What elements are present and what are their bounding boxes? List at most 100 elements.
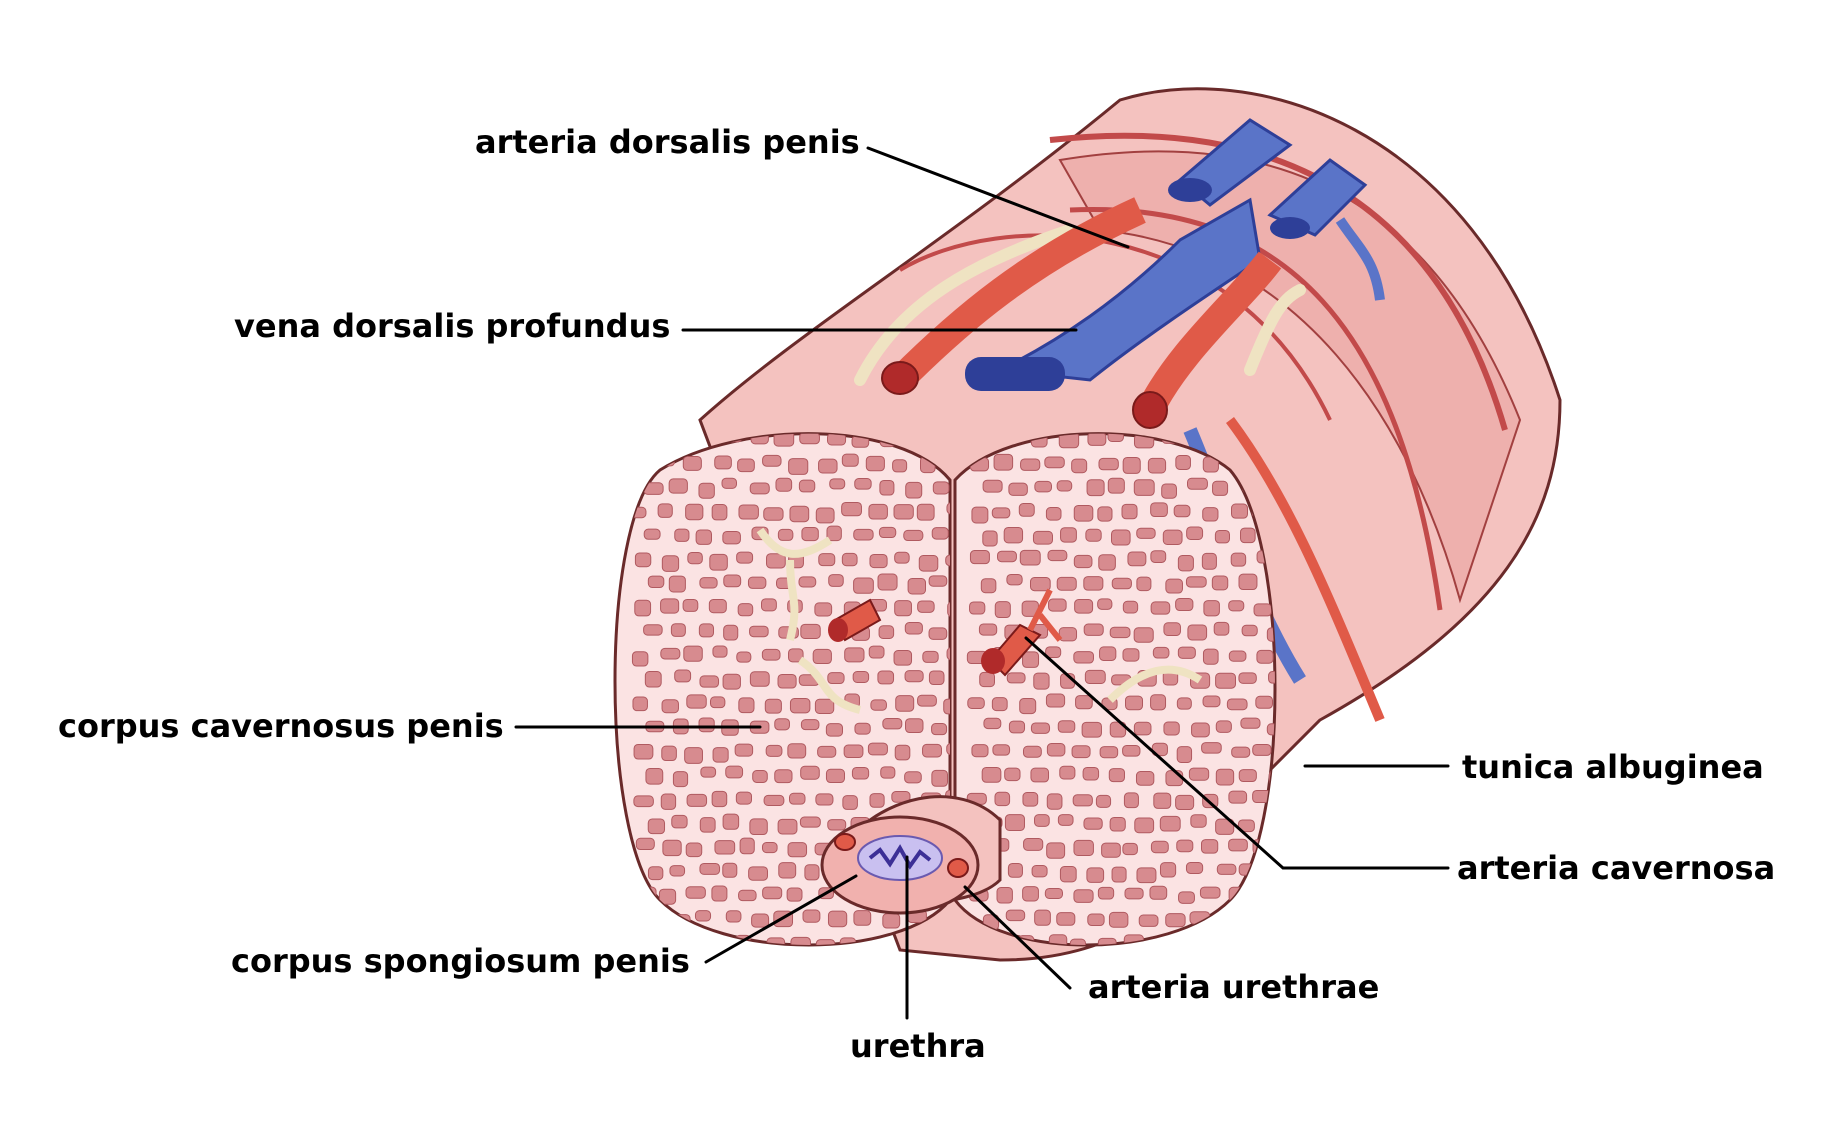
trabecula-cell — [1238, 573, 1258, 591]
upper-vein-1-lumen — [1168, 178, 1212, 202]
trabecula-cell — [1099, 646, 1117, 661]
trabecula-cell — [671, 814, 688, 829]
trabecula-cell — [645, 433, 662, 446]
trabecula-cell — [841, 453, 859, 467]
trabecula-cell — [788, 458, 809, 475]
trabecula-cell — [1215, 672, 1237, 689]
trabecula-cell — [1163, 721, 1180, 736]
trabecula-cell — [1069, 938, 1086, 945]
trabecula-cell — [1045, 693, 1066, 708]
trabecula-cell — [1004, 767, 1021, 782]
trabecula-cell — [992, 744, 1011, 756]
trabecula-cell — [1175, 455, 1191, 470]
trabecula-cell — [1159, 862, 1177, 878]
trabecula-cell — [842, 795, 858, 810]
trabecula-cell — [644, 670, 662, 688]
trabecula-cell — [1125, 695, 1144, 711]
trabecula-cell — [882, 717, 903, 730]
trabecula-cell — [917, 694, 937, 707]
band-line-2 — [1069, 206, 1443, 611]
trabecula-cell — [633, 795, 654, 808]
trabecula-cell — [632, 696, 648, 712]
trabecula-cell — [1073, 651, 1094, 664]
trabecula-cell — [1022, 886, 1039, 902]
trabecula-cell — [722, 862, 738, 878]
trabecula-cell — [1074, 599, 1094, 614]
trabecula-cell — [1087, 913, 1105, 927]
trabecula-cell — [1072, 794, 1093, 807]
trabecula-cell — [711, 504, 728, 521]
label-urethra: urethra — [850, 1027, 986, 1065]
trabecula-cell — [748, 866, 768, 881]
trabecula-cell — [1045, 507, 1062, 521]
trabecula-cell — [1023, 838, 1044, 851]
trabecula-cell — [1018, 503, 1035, 517]
trabecula-cell — [775, 477, 793, 492]
nerve-right — [1107, 665, 1203, 703]
trabecula-cell — [738, 889, 757, 902]
trabecula-cell — [1083, 817, 1103, 830]
trabecula-cell — [969, 601, 986, 615]
trabecula-cell — [909, 962, 928, 976]
trabecula-cell — [853, 577, 874, 594]
trabecula-cell — [787, 743, 807, 759]
trabecula-cell — [1213, 621, 1230, 636]
trabecula-cell — [1057, 814, 1074, 826]
trabecula-cell — [1228, 838, 1248, 852]
trabecula-cell — [1175, 598, 1194, 612]
trabecula-cell — [1084, 669, 1106, 684]
trabecula-cell — [969, 550, 990, 565]
label-tunica-albuginea: tunica albuginea — [1462, 748, 1764, 786]
trabecula-cell — [865, 455, 885, 472]
trabecula-cell — [712, 645, 728, 658]
trabecula-cell — [1231, 503, 1248, 519]
trabecula-cell — [843, 744, 864, 759]
trabecula-cell — [711, 790, 728, 808]
label-arteria-dorsalis-penis: arteria dorsalis penis — [475, 123, 860, 161]
trabecula-cell — [682, 598, 699, 612]
trabecula-cell — [868, 645, 885, 659]
trabecula-cell — [1059, 765, 1076, 780]
trabecula-cell — [1008, 482, 1028, 496]
side-artery — [1225, 417, 1385, 722]
trabecula-cell — [1238, 672, 1257, 684]
trabecula-cell — [686, 694, 707, 709]
trabecula-cell — [1085, 528, 1102, 542]
trabecula-cell — [878, 625, 895, 639]
trabecula-cell — [709, 553, 728, 571]
trabecula-cell — [1190, 814, 1207, 828]
trabecula-cell — [1230, 552, 1247, 567]
trabecula-cell — [996, 887, 1013, 904]
trabecula-cell — [1215, 720, 1232, 733]
trabecula-cell — [928, 670, 945, 686]
trabecula-cell — [1147, 457, 1167, 474]
trabecula-cell — [1133, 479, 1155, 496]
trabecula-cell — [1201, 742, 1222, 754]
trabecula-cell — [815, 939, 836, 945]
trabecula-cell — [1149, 937, 1170, 945]
trabecula-cell — [1101, 842, 1121, 858]
trabecula-cell — [801, 527, 819, 542]
trabecula-cell — [1029, 577, 1051, 592]
trabecula-cell — [979, 671, 995, 688]
trabecula-cell — [786, 887, 803, 902]
trabecula-cell — [643, 624, 663, 636]
trabecula-cell — [1086, 867, 1105, 883]
trabecula-cell — [1231, 746, 1251, 758]
trabecula-cell — [1165, 913, 1186, 928]
trabecula-cell — [1044, 456, 1065, 469]
trabecula-cell — [1186, 526, 1204, 540]
trabecula-cell — [635, 886, 657, 903]
trabecula-cell — [1281, 842, 1296, 856]
trabecula-cell — [844, 647, 865, 663]
trabecula-cell — [1004, 814, 1025, 831]
trabecula-cell — [660, 598, 680, 614]
trabecula-cell — [917, 600, 935, 613]
trabecula-cell — [1191, 722, 1210, 738]
dorsal-artery-right — [1137, 251, 1282, 417]
trabecula-cell — [766, 553, 786, 569]
cavernous-artery-right-branch — [1027, 588, 1063, 642]
trabecula-cell — [943, 698, 950, 715]
trabecula-cell — [1127, 551, 1147, 567]
trabecula-cell — [764, 698, 782, 714]
